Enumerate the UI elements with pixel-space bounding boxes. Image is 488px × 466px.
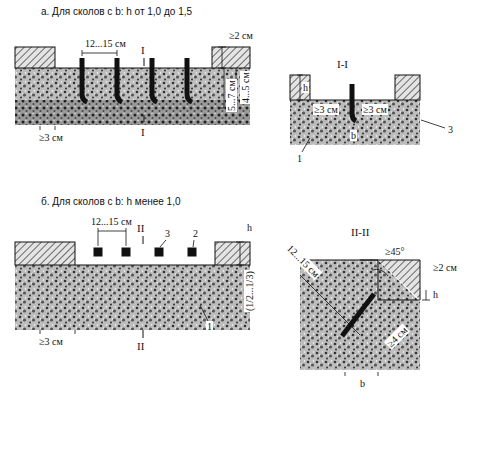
section-mark: I [140,126,146,138]
dimension: b [359,378,366,389]
dimension: ≥45° [384,246,406,257]
callout-number: 1 [296,153,303,164]
dimension: ≥3 см [313,104,339,115]
dimension: h [432,289,439,300]
section-heading: б. Для сколов с b: h менее 1,0 [40,196,182,207]
section-title: I-I [336,58,349,70]
callout-number: 2 [192,228,199,239]
dimension: h [246,222,253,233]
dimension: 5...7 см [226,79,237,112]
callout-number: 3 [447,124,454,135]
dimension: 4...5 см [240,71,251,104]
section-ii-ii [300,260,430,376]
section-title: II-II [350,226,370,238]
dimension: ≥3 см [38,336,64,347]
section-mark: II [136,222,145,234]
view-b-plan [15,228,250,338]
dimension: ≥3 см [38,132,64,143]
dimension: b [350,130,357,141]
callout-number: 3 [164,228,171,239]
dimension: ≥2 см [228,30,254,41]
dimension: h [302,82,309,93]
section-mark: I [140,44,146,56]
view-a-plan [15,47,250,130]
dimension: 12...15 см [90,216,133,227]
section-heading: а. Для сколов с b: h от 1,0 до 1,5 [40,6,193,17]
dimension: ≥3 см [362,104,388,115]
dimension: 12...15 см [84,38,127,49]
section-mark: II [136,340,145,352]
section-i-i [290,75,445,152]
dimension: (1/2...1/3) [244,270,255,312]
dimension: ≥2 см [432,262,458,273]
callout-number: 1 [206,321,213,332]
